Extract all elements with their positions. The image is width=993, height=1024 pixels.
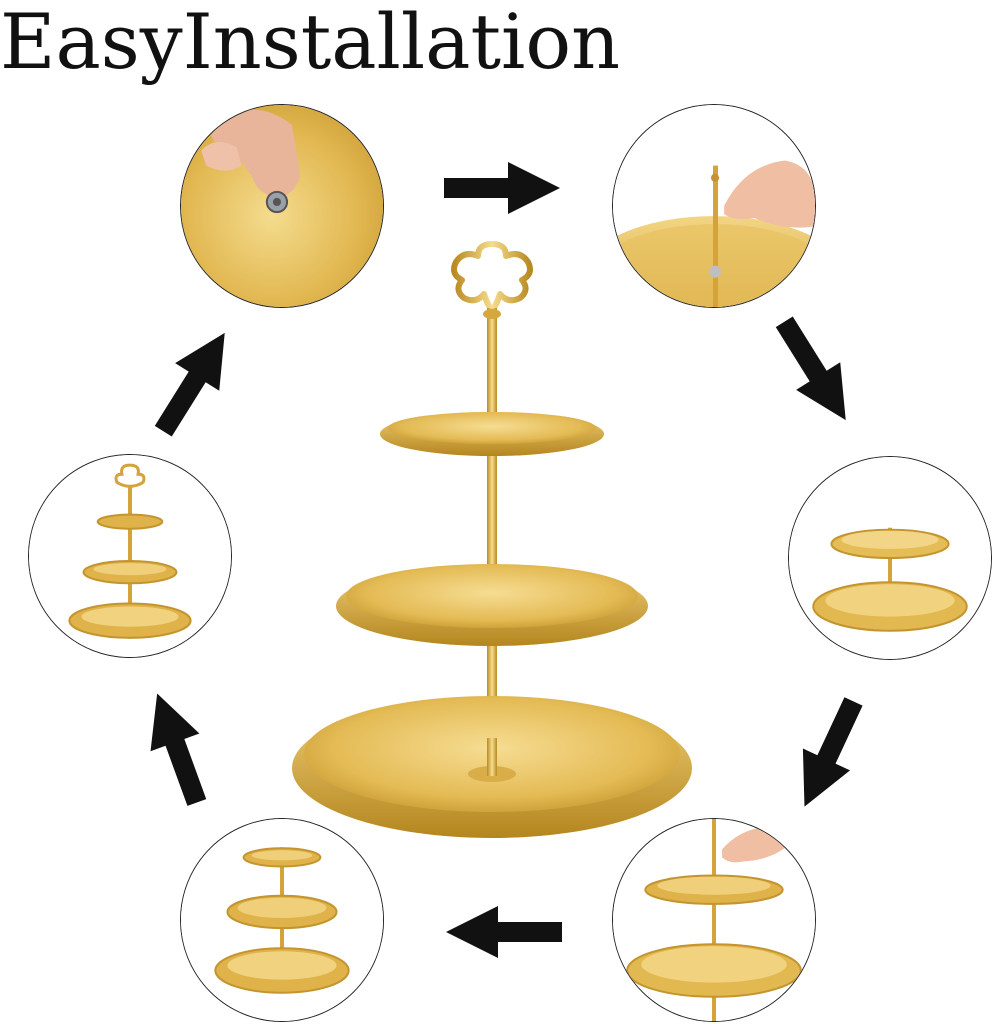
arrow-down-right-icon [770,316,860,426]
finished-stand-image [29,455,231,657]
step-4-image [612,818,816,1022]
rod-insert-image [613,105,815,307]
page-title: EasyInstallation [0,0,621,86]
gold-plate-closeup-image [181,105,383,307]
step-2-image [612,104,816,308]
two-tier-stand-image [789,457,991,659]
step-1-image [180,104,384,308]
add-rod-image [613,819,815,1021]
arrow-right-icon [444,162,560,214]
cake-stand-main-image [290,238,694,842]
three-tier-gold-stand [292,241,692,838]
step-6-image [28,454,232,658]
arrow-up-right-icon [154,326,230,438]
step-3-image [788,456,992,660]
arrow-left-icon [446,906,562,958]
arrow-down-left-icon [796,697,863,810]
three-tier-stand-image [181,819,383,1021]
arrow-up-left-icon [142,692,212,806]
step-5-image [180,818,384,1022]
